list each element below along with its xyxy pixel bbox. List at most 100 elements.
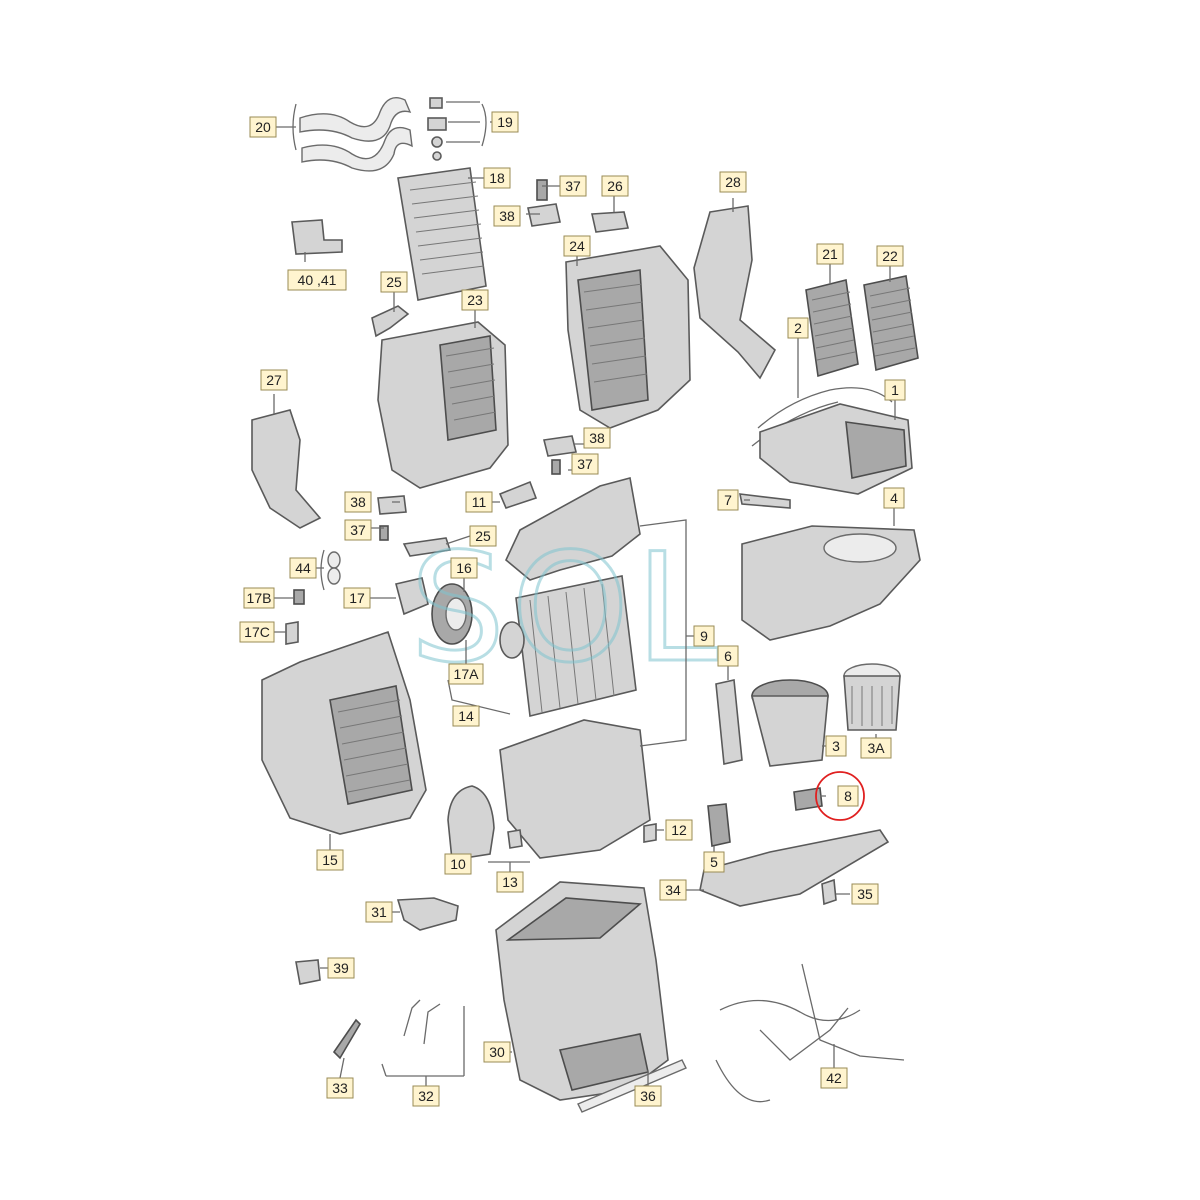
part-7-strip [738,493,791,509]
part-4-blower-housing [741,525,921,641]
part-37-mid [551,459,561,475]
part-15-housing [261,630,427,835]
part-12-sensor [643,823,657,843]
part-6-strip [715,679,743,765]
part-3a-fan-wheel [843,663,901,731]
svg-text:24: 24 [569,238,585,254]
callout-17b: 17B [243,587,275,609]
callout-15: 15 [316,849,344,871]
svg-text:44: 44 [295,560,311,576]
callout-34: 34 [659,879,687,901]
callout-26: 26 [601,175,629,197]
svg-text:38: 38 [350,494,366,510]
svg-text:26: 26 [607,178,623,194]
part-evaporator [499,575,637,717]
callout-37-mid: 37 [571,453,599,475]
part-23-housing [377,321,509,489]
svg-text:9: 9 [700,628,708,644]
part-33-rod [332,1018,362,1060]
part-34-cover [699,829,890,907]
svg-text:38: 38 [589,430,605,446]
callout-4: 4 [883,487,905,509]
callout-3: 3 [825,735,847,757]
svg-text:6: 6 [724,648,732,664]
callout-5: 5 [703,851,725,873]
part-39-cap [295,959,321,985]
svg-text:37: 37 [577,456,593,472]
part-18-heater-core [397,167,487,301]
part-13-clip [507,829,523,849]
callout-19: 19 [491,111,519,133]
svg-text:40 ,41: 40 ,41 [298,272,337,288]
svg-text:17A: 17A [454,666,480,682]
callout-1: 1 [884,379,906,401]
svg-text:2: 2 [794,320,802,336]
svg-text:18: 18 [489,170,505,186]
part-38-left [377,495,407,515]
part-31-bracket [396,897,459,931]
callout-36: 36 [634,1085,662,1107]
callout-2: 2 [787,317,809,339]
part-16-valve-body [431,583,473,645]
svg-text:3: 3 [832,738,840,754]
svg-text:14: 14 [458,708,474,724]
callout-12: 12 [665,819,693,841]
svg-text:27: 27 [266,372,282,388]
part-27-actuator [251,409,322,529]
svg-text:12: 12 [671,822,687,838]
part-1-housing [759,403,913,495]
svg-text:4: 4 [890,490,898,506]
callout-14: 14 [452,705,480,727]
svg-text:7: 7 [724,492,732,508]
svg-text:11: 11 [472,494,487,510]
part-42-wiring-harness [715,963,905,1103]
callout-37-left: 37 [344,519,372,541]
callout-7: 7 [717,489,739,511]
callout-17a: 17A [448,663,484,685]
part-25-bracket-lower [402,537,452,557]
svg-text:17C: 17C [244,624,270,640]
svg-text:32: 32 [418,1088,434,1104]
part-35-fitting [821,878,837,906]
callout-23: 23 [461,289,489,311]
callout-39: 39 [327,957,355,979]
part-37-left [379,525,389,541]
svg-text:23: 23 [467,292,483,308]
callout-10: 10 [444,853,472,875]
highlight-circle-part-8 [815,771,865,821]
part-38-mid [543,435,577,457]
callout-16: 16 [450,557,478,579]
callout-32: 32 [412,1085,440,1107]
svg-text:37: 37 [350,522,366,538]
svg-text:28: 28 [725,174,741,190]
callout-27: 27 [260,369,288,391]
svg-text:35: 35 [857,886,873,902]
callout-8: 8 [837,785,859,807]
callout-18: 18 [483,167,511,189]
svg-text:37: 37 [565,178,581,194]
callout-labels: 20 19 18 37 26 28 38 24 21 22 40 ,41 25 … [239,111,906,1107]
callout-28: 28 [719,171,747,193]
part-17-valve [395,577,429,616]
callout-21: 21 [816,243,844,265]
callout-17c: 17C [239,621,275,643]
svg-text:22: 22 [882,248,898,264]
svg-text:38: 38 [499,208,515,224]
svg-text:42: 42 [826,1070,842,1086]
part-19-fittings [427,97,447,161]
part-37-38-top [527,179,629,233]
callout-22: 22 [876,245,904,267]
part-36-seal-strip [577,1059,687,1113]
svg-text:10: 10 [450,856,466,872]
svg-text:15: 15 [322,852,338,868]
callout-13: 13 [496,871,524,893]
svg-text:17: 17 [349,590,365,606]
part-9-upper-cover [505,477,641,581]
part-5-sensor [707,803,731,847]
part-20-hoses [299,97,413,172]
svg-text:33: 33 [332,1080,348,1096]
part-22-filter [863,275,919,372]
callout-17: 17 [343,587,371,609]
svg-text:20: 20 [255,119,271,135]
